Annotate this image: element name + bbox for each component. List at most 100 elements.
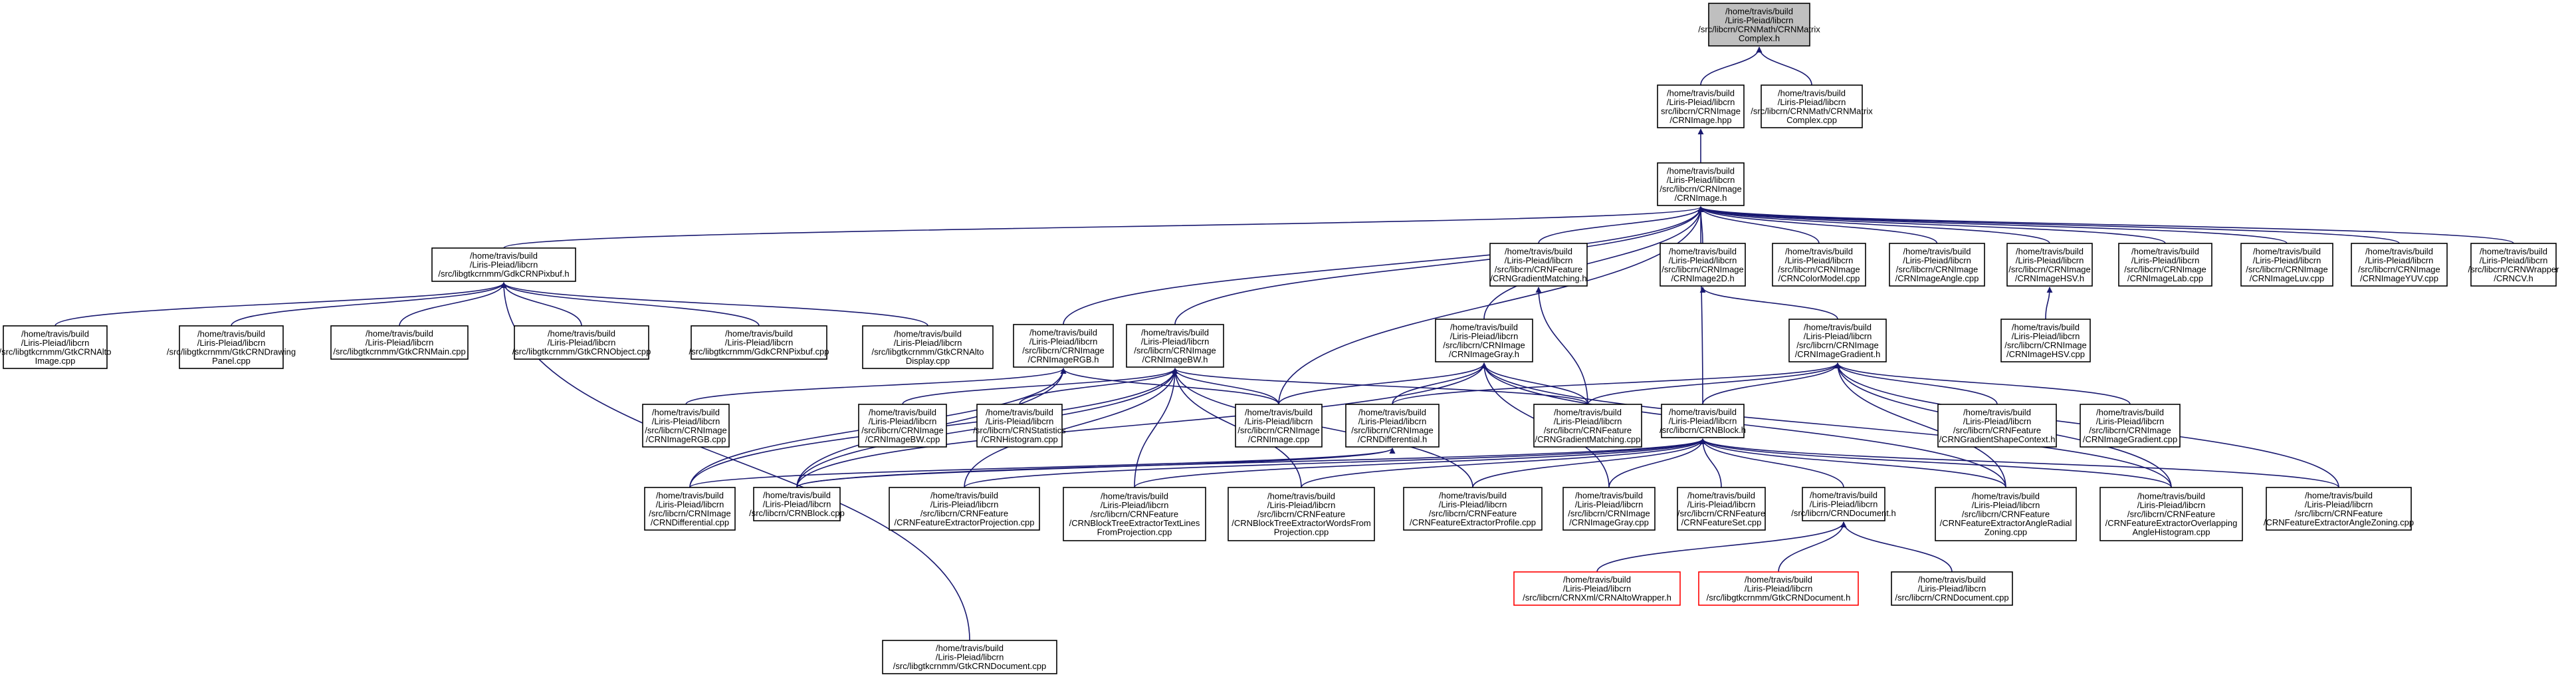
- node-box: [1435, 319, 1533, 362]
- file-node-image-h[interactable]: /home/travis/build/Liris-Pleiad/libcrn/s…: [1657, 162, 1745, 206]
- file-node-imagegray-h[interactable]: /home/travis/build/Liris-Pleiad/libcrn/s…: [1435, 319, 1533, 362]
- edge-image_cpp-to-imagegray_h: [1278, 362, 1487, 405]
- file-node-document-cpp[interactable]: /home/travis/build/Liris-Pleiad/libcrn/s…: [1891, 571, 2013, 606]
- node-label-line: /CRNImageGray.cpp: [1569, 517, 1649, 527]
- node-box: [691, 325, 827, 360]
- file-node-radialzoning-cpp[interactable]: /home/travis/build/Liris-Pleiad/libcrn/s…: [1935, 487, 2077, 541]
- node-box: [642, 404, 730, 448]
- file-node-imagergb-cpp[interactable]: /home/travis/build/Liris-Pleiad/libcrn/s…: [642, 404, 730, 448]
- file-node-overlapping-cpp[interactable]: /home/travis/build/Liris-Pleiad/libcrn/s…: [2099, 487, 2243, 541]
- node-label-line: /Liris-Pleiad/libcrn: [1687, 499, 1756, 509]
- node-label-line: /Liris-Pleiad/libcrn: [548, 338, 616, 348]
- file-node-image-cpp[interactable]: /home/travis/build/Liris-Pleiad/libcrn/s…: [1235, 404, 1323, 448]
- node-label-line: /Liris-Pleiad/libcrn: [1439, 499, 1507, 509]
- node-label-line: /CRNImageYUV.cpp: [2360, 273, 2438, 283]
- file-node-gradmatch-cpp[interactable]: /home/travis/build/Liris-Pleiad/libcrn/s…: [1533, 404, 1642, 448]
- node-box: [1657, 162, 1745, 206]
- file-node-differential-h[interactable]: /home/travis/build/Liris-Pleiad/libcrn/s…: [1345, 404, 1440, 448]
- node-label-line: /src/libcrn/CRNFeature: [1257, 509, 1345, 519]
- file-node-gtkalto-cpp[interactable]: /home/travis/build/Liris-Pleiad/libcrn/s…: [0, 325, 112, 369]
- file-node-imagegradient-cpp[interactable]: /home/travis/build/Liris-Pleiad/libcrn/s…: [2080, 404, 2181, 448]
- file-node-gtkdocument-cpp[interactable]: /home/travis/build/Liris-Pleiad/libcrn/s…: [882, 640, 1057, 674]
- node-label-line: /src/libcrn/CRNXml/CRNAltoWrapper.h: [1523, 593, 1671, 603]
- file-node-gradmatch-h[interactable]: /home/travis/build/Liris-Pleiad/libcrn/s…: [1489, 243, 1588, 287]
- file-node-imageangle-cpp[interactable]: /home/travis/build/Liris-Pleiad/libcrn/s…: [1889, 243, 1985, 287]
- node-label-line: /CRNImageRGB.cpp: [646, 434, 726, 444]
- file-node-altodisplay-cpp[interactable]: /home/travis/build/Liris-Pleiad/libcrn/s…: [862, 325, 994, 369]
- file-node-textlines-cpp[interactable]: /home/travis/build/Liris-Pleiad/libcrn/s…: [1063, 487, 1206, 541]
- file-node-imageyuv-cpp[interactable]: /home/travis/build/Liris-Pleiad/libcrn/s…: [2351, 243, 2448, 287]
- node-label-line: /home/travis/build: [1903, 246, 1971, 256]
- node-label-line: /Liris-Pleiad/libcrn: [1725, 15, 1794, 25]
- edge-block_cpp-to-imagegray_h: [796, 362, 1487, 488]
- file-node-gtkobject-cpp[interactable]: /home/travis/build/Liris-Pleiad/libcrn/s…: [512, 325, 651, 360]
- edge-altowrapper_h-to-document_h: [1596, 521, 1847, 573]
- node-box: [1937, 404, 2057, 448]
- file-node-gtkdocument-h[interactable]: /home/travis/build/Liris-Pleiad/libcrn/s…: [1698, 571, 1859, 606]
- file-node-imagergb-h[interactable]: /home/travis/build/Liris-Pleiad/libcrn/s…: [1013, 324, 1114, 368]
- file-node-crncv-h[interactable]: /home/travis/build/Liris-Pleiad/libcrn/s…: [2468, 243, 2559, 287]
- edge-block_h-to-imagegradient_h: [1702, 362, 1841, 405]
- file-node-imagebw-h[interactable]: /home/travis/build/Liris-Pleiad/libcrn/s…: [1126, 324, 1224, 368]
- node-box: [1935, 487, 2077, 541]
- node-label-line: /CRNDifferential.h: [1358, 434, 1428, 444]
- node-box: [882, 640, 1057, 674]
- file-node-anglezoning-cpp[interactable]: /home/travis/build/Liris-Pleiad/libcrn/s…: [2264, 487, 2414, 531]
- file-node-imagegray-cpp[interactable]: /home/travis/build/Liris-Pleiad/libcrn/s…: [1562, 487, 1656, 531]
- edge-gtkobject_cpp-to-gdkpixbuf_h: [500, 282, 582, 327]
- node-label-line: /CRNFeatureExtractorProfile.cpp: [1410, 517, 1536, 527]
- file-node-block-cpp[interactable]: /home/travis/build/Liris-Pleiad/libcrn/s…: [749, 487, 845, 521]
- node-label-line: /CRNImageGradient.h: [1795, 349, 1881, 359]
- node-label-line: /src/libcrn/CRNImage: [649, 508, 731, 518]
- file-node-gdkpixbuf-cpp[interactable]: /home/travis/build/Liris-Pleiad/libcrn/s…: [689, 325, 829, 360]
- node-label-line: /Liris-Pleiad/libcrn: [1918, 584, 1986, 594]
- edge-wordsfrom_cpp-to-block_h: [1301, 438, 1706, 488]
- node-label-line: /src/libcrn/CRNWrapper: [2468, 264, 2559, 274]
- node-label-line: /home/travis/build: [2365, 246, 2433, 256]
- file-node-imagegradient-h[interactable]: /home/travis/build/Liris-Pleiad/libcrn/s…: [1788, 319, 1887, 362]
- file-node-imagelab-cpp[interactable]: /home/travis/build/Liris-Pleiad/libcrn/s…: [2118, 243, 2212, 287]
- file-node-gdkpixbuf-h[interactable]: /home/travis/build/Liris-Pleiad/libcrn/s…: [431, 247, 576, 282]
- file-node-gtkdrawing-cpp[interactable]: /home/travis/build/Liris-Pleiad/libcrn/s…: [167, 325, 296, 369]
- file-node-featureset-cpp[interactable]: /home/travis/build/Liris-Pleiad/libcrn/s…: [1677, 487, 1766, 531]
- file-node-block-h[interactable]: /home/travis/build/Liris-Pleiad/libcrn/s…: [1660, 404, 1746, 438]
- file-node-gtkmain-cpp[interactable]: /home/travis/build/Liris-Pleiad/libcrn/s…: [330, 325, 469, 360]
- node-label-line: /home/travis/build: [1554, 407, 1622, 417]
- node-box: [1228, 487, 1375, 541]
- node-label-line: /Liris-Pleiad/libcrn: [1745, 584, 1813, 594]
- node-label-line: /src/libcrn/CRNImage: [2246, 264, 2328, 274]
- node-label-line: /home/travis/build: [1972, 491, 2040, 501]
- edge-differential_h-to-imagegray_h: [1392, 362, 1487, 405]
- file-node-matrix-h[interactable]: /home/travis/build/Liris-Pleiad/libcrn/s…: [1698, 3, 1820, 47]
- node-label-line: /home/travis/build: [1575, 490, 1643, 500]
- file-node-imagehsv-h[interactable]: /home/travis/build/Liris-Pleiad/libcrn/s…: [2006, 243, 2093, 287]
- file-node-differential-cpp[interactable]: /home/travis/build/Liris-Pleiad/libcrn/s…: [644, 487, 736, 531]
- file-node-image-hpp[interactable]: /home/travis/build/Liris-Pleiad/libcrnsr…: [1657, 84, 1745, 128]
- file-node-wordsfrom-cpp[interactable]: /home/travis/build/Liris-Pleiad/libcrn/s…: [1228, 487, 1375, 541]
- node-label-line: /Liris-Pleiad/libcrn: [2305, 499, 2373, 509]
- edge-gradmatch_h-to-image_h: [1538, 206, 1704, 244]
- node-label-line: /CRNHistogram.cpp: [981, 434, 1058, 444]
- file-node-matrix-cpp[interactable]: /home/travis/build/Liris-Pleiad/libcrn/s…: [1751, 84, 1873, 128]
- file-node-imagehsv-cpp[interactable]: /home/travis/build/Liris-Pleiad/libcrn/s…: [2000, 319, 2091, 362]
- file-node-imagebw-cpp[interactable]: /home/travis/build/Liris-Pleiad/libcrn/s…: [858, 404, 947, 448]
- file-node-profile-cpp[interactable]: /home/travis/build/Liris-Pleiad/libcrn/s…: [1403, 487, 1543, 531]
- node-label-line: /home/travis/build: [1267, 491, 1335, 501]
- file-node-imageluv-cpp[interactable]: /home/travis/build/Liris-Pleiad/libcrn/s…: [2240, 243, 2333, 287]
- file-node-statistics-cpp[interactable]: /home/travis/build/Liris-Pleiad/libcrn/s…: [973, 404, 1066, 448]
- file-node-image2d-h[interactable]: /home/travis/build/Liris-Pleiad/libcrn/s…: [1660, 243, 1746, 287]
- node-label-line: /Liris-Pleiad/libcrn: [1029, 337, 1098, 346]
- node-label-line: Image.cpp: [35, 356, 76, 366]
- node-label-line: Projection.cpp: [1274, 527, 1329, 537]
- node-label-line: /Liris-Pleiad/libcrn: [1667, 175, 1735, 185]
- file-node-shapecontext-h[interactable]: /home/travis/build/Liris-Pleiad/libcrn/s…: [1937, 404, 2057, 448]
- file-node-altowrapper-h[interactable]: /home/travis/build/Liris-Pleiad/libcrn/s…: [1513, 571, 1681, 606]
- node-label-line: /src/libcrn/CRNImage: [2004, 340, 2087, 350]
- node-box: [1698, 571, 1859, 606]
- file-node-featproj-cpp[interactable]: /home/travis/build/Liris-Pleiad/libcrn/s…: [889, 487, 1040, 531]
- file-node-document-h[interactable]: /home/travis/build/Liris-Pleiad/libcrn/s…: [1791, 487, 1896, 521]
- node-label-line: /src/libgtkcrnmm/GdkCRNPixbuf.cpp: [689, 346, 829, 356]
- node-label-line: /Liris-Pleiad/libcrn: [2365, 255, 2434, 265]
- file-node-colormodel-cpp[interactable]: /home/travis/build/Liris-Pleiad/libcrn/s…: [1772, 243, 1866, 287]
- edge-radialzoning_cpp-to-imagegray_h: [1481, 362, 2006, 488]
